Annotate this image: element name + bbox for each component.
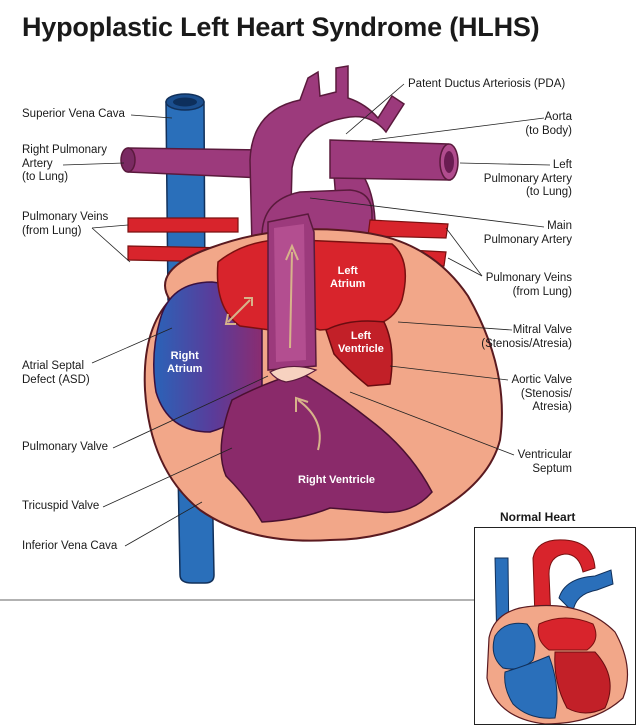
chamber-right-atrium-label: Right Atrium xyxy=(167,350,203,375)
normal-heart-title: Normal Heart xyxy=(500,510,576,524)
label-right-pulmonary-artery: Right Pulmonary Artery (to Lung) xyxy=(22,144,108,183)
label-pda: Patent Ductus Arteriosis (PDA) xyxy=(408,78,566,90)
label-pulmonary-veins-left: Pulmonary Veins (from Lung) xyxy=(22,211,109,237)
label-superior-vena-cava: Superior Vena Cava xyxy=(22,108,125,120)
label-pulmonary-valve: Pulmonary Valve xyxy=(22,441,109,453)
label-main-pulmonary-artery: Main Pulmonary Artery xyxy=(483,220,572,246)
label-pulmonary-veins-right: Pulmonary Veins (from Lung) xyxy=(485,272,572,298)
flow-arrow-rv xyxy=(297,399,321,451)
label-aortic-valve: Aortic Valve (Stenosis/ Atresia) xyxy=(511,374,572,413)
leader-lines xyxy=(62,83,551,547)
label-mitral-valve: Mitral Valve (Stenosis/Atresia) xyxy=(481,324,572,350)
left-ventricle xyxy=(325,320,393,387)
flow-arrow-trunk xyxy=(289,251,293,349)
label-ventricular-septum: Ventricular Septum xyxy=(517,449,572,475)
right-ventricle xyxy=(220,371,433,523)
page-title: Hypoplastic Left Heart Syndrome (HLHS) xyxy=(22,12,540,42)
right-pulmonary-artery-vessel xyxy=(122,147,263,179)
label-atrial-septal-defect: Atrial Septal Defect (ASD) xyxy=(22,360,90,386)
normal-heart-inset xyxy=(474,527,636,725)
label-aorta: Aorta (to Body) xyxy=(525,111,572,137)
pulmonary-veins-right-upper xyxy=(367,219,449,239)
label-inferior-vena-cava: Inferior Vena Cava xyxy=(22,540,118,552)
label-tricuspid-valve: Tricuspid Valve xyxy=(22,500,100,512)
chamber-right-ventricle-label: Right Ventricle xyxy=(298,474,376,486)
normal-heart-illustration xyxy=(486,539,629,724)
flow-arrow-asd xyxy=(227,299,251,323)
chamber-left-atrium-label: Left Atrium xyxy=(330,265,366,290)
pulmonary-valve-shape xyxy=(269,365,318,383)
chamber-left-ventricle-label: Left Ventricle xyxy=(338,330,384,355)
label-left-pulmonary-artery: Left Pulmonary Artery (to Lung) xyxy=(483,159,572,198)
pulmonary-veins-left-upper xyxy=(127,217,239,233)
left-pulmonary-artery-vessel xyxy=(329,139,451,181)
